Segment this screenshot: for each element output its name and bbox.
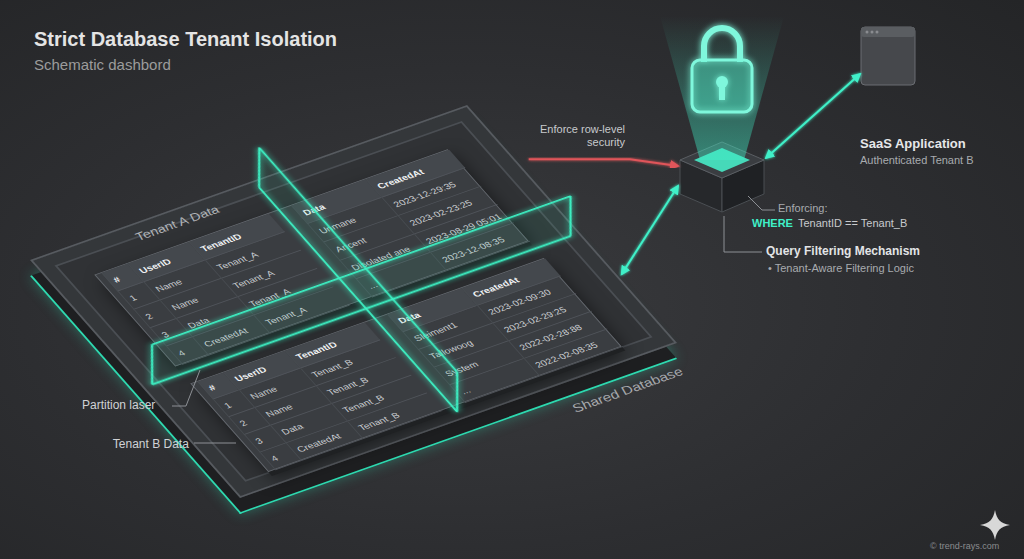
node-subtext: • Tenant-Aware Filtering Logic: [768, 262, 914, 274]
browser-window-icon: [860, 26, 916, 86]
connector: [766, 74, 860, 158]
watermark: © trend-rays.com: [930, 541, 999, 551]
node-heading: SaaS Application: [860, 136, 966, 151]
saas-app-window: SaaS ApplicationAuthenticated Tenant B: [860, 26, 916, 86]
shared-database-platform: Shared DatabaseTenant A Data#UserIDTenan…: [30, 105, 677, 498]
padlock-symbol: [692, 28, 752, 112]
query-keyword: WHERE: [752, 217, 793, 229]
diagram-title: Strict Database Tenant Isolation: [34, 28, 337, 51]
connector: [622, 186, 678, 274]
diagram-caption: Schematic dashbord: [34, 56, 171, 73]
table-header: UserID: [223, 351, 300, 390]
light-beam: [660, 16, 784, 160]
query-text: TenantID == Tenant_B: [798, 217, 907, 229]
filter-box: Query Filtering Mechanism• Tenant-Aware …: [678, 138, 766, 216]
filter-box-shape: [678, 138, 766, 216]
callout-label: Partition laser: [82, 398, 155, 412]
node-heading: Query Filtering Mechanism: [766, 244, 920, 258]
note-text: Enforcing:: [778, 202, 828, 214]
node-heading: Tenant B Data: [113, 437, 189, 451]
edge-label: Enforce row-level security: [530, 123, 625, 149]
connector: [529, 159, 678, 166]
node-subtext: Authenticated Tenant B: [860, 154, 974, 166]
sparkle-icon: [980, 510, 1010, 540]
